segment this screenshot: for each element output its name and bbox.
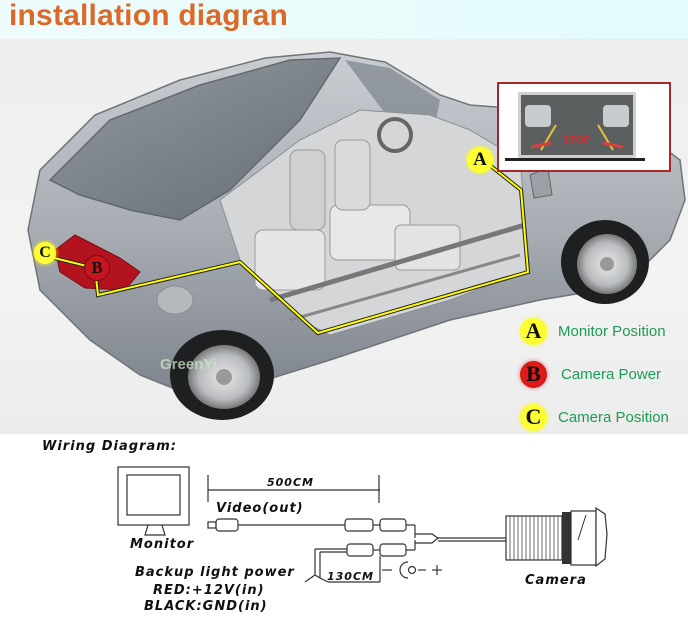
wiring-drawing — [117, 466, 608, 583]
video-label: Video(out) — [216, 501, 304, 516]
watermark: GreenYi — [160, 356, 217, 373]
monitor-label: Monitor — [130, 537, 195, 552]
rearview-camera-image — [521, 95, 633, 155]
cable-length-main: 500CM — [267, 476, 314, 489]
red-wire-label: RED:+12V(in) — [153, 583, 265, 598]
legend-item-monitor-position: A Monitor Position — [520, 316, 666, 346]
marker-b: B — [84, 255, 110, 281]
header-band: installation diagran — [0, 0, 688, 39]
monitor-screen: STOP — [518, 92, 636, 158]
badge-a: A — [520, 317, 547, 345]
car-illustration: GreenYi A B C STOP A Monitor Position — [0, 39, 688, 434]
backup-power-label: Backup light power — [135, 565, 295, 580]
marker-c: C — [34, 242, 56, 264]
page-title: installation diagran — [9, 0, 289, 32]
wiring-heading: Wiring Diagram: — [42, 439, 178, 454]
screen-stop-text: STOP — [563, 135, 591, 146]
badge-b: B — [520, 360, 547, 388]
camera-icon — [505, 506, 608, 568]
monitor-stand — [505, 158, 645, 161]
marker-a: A — [467, 147, 493, 173]
legend-label: Monitor Position — [558, 322, 666, 340]
cable-length-power: 130CM — [327, 570, 374, 583]
camera-label: Camera — [525, 573, 587, 588]
black-wire-label: BLACK:GND(in) — [144, 599, 268, 614]
legend-label: Camera Power — [561, 365, 662, 383]
legend-label: Camera Position — [558, 408, 669, 426]
monitor-icon — [117, 466, 190, 526]
monitor-inset: STOP — [497, 82, 671, 172]
legend-item-camera-power: B Camera Power — [520, 359, 661, 389]
badge-c: C — [520, 403, 547, 431]
legend-item-camera-position: C Camera Position — [520, 402, 669, 432]
wiring-diagram: Wiring Diagram: Monitor 500CM Video(out)… — [0, 434, 688, 623]
